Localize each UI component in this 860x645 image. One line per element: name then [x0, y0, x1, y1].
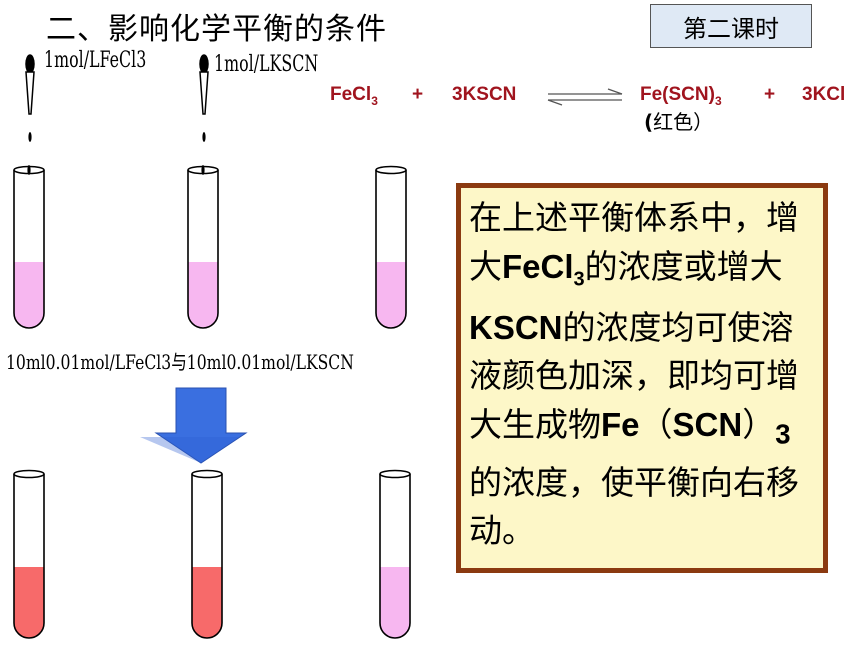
reagent-label-kscn: 1mol/LKSCN [214, 52, 319, 77]
equation-reactant-fecl3: FeCl3 [330, 84, 378, 108]
equation-plus-2: + [764, 84, 776, 105]
reagent-label-fecl3: 1mol/LFeCl3 [44, 48, 147, 73]
equation-product-kcl: 3KCl [802, 84, 846, 105]
equation-reactant-kscn: 3KSCN [452, 84, 517, 105]
equation-product-fescn3: Fe(SCN)3 [640, 84, 722, 108]
dropper-kscn [199, 54, 209, 142]
test-tube-top-3 [375, 165, 407, 329]
test-tube-bottom-1 [13, 469, 45, 639]
red-color-note: (红色） [644, 110, 714, 134]
equilibrium-arrow [547, 88, 623, 106]
lesson-label-text: 第二课时 [683, 14, 779, 43]
down-arrow [154, 387, 248, 464]
test-tube-bottom-3 [379, 469, 411, 639]
explanation-text: 在上述平衡体系中，增大FeCl3的浓度或增大KSCN的浓度均可使溶液颜色加深，即… [469, 198, 799, 551]
lesson-label: 第二课时 [650, 4, 812, 48]
dropper-fecl3 [25, 54, 35, 142]
equation-plus-1: + [412, 84, 424, 105]
test-tube-top-1 [13, 165, 45, 329]
slide-title: 二、影响化学平衡的条件 [46, 12, 387, 47]
mixture-caption: 10ml0.01mol/LFeCl3与10ml0.01mol/LKSCN [6, 350, 354, 374]
test-tube-top-2 [187, 165, 219, 329]
test-tube-bottom-2 [191, 469, 223, 639]
explanation-panel: 在上述平衡体系中，增大FeCl3的浓度或增大KSCN的浓度均可使溶液颜色加深，即… [456, 183, 828, 573]
